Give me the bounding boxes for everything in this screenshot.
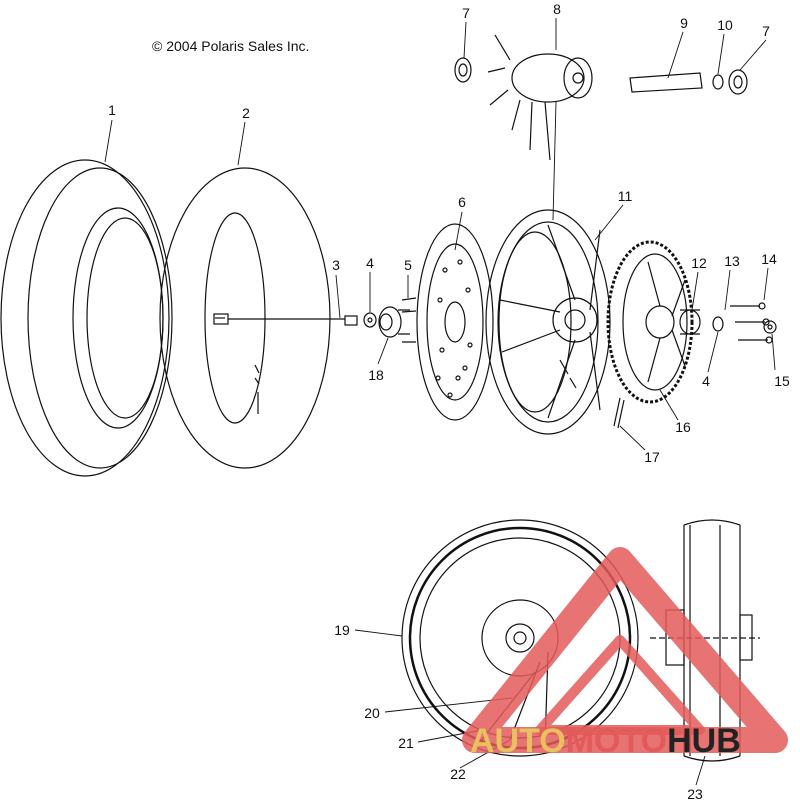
- spacer-18: [378, 306, 410, 338]
- callout-13: 13: [724, 253, 740, 269]
- rear-wheel: [485, 209, 611, 435]
- watermark-triangle: [462, 547, 788, 753]
- callout-3: 3: [332, 257, 340, 273]
- bearing-7-right: [728, 69, 748, 95]
- callout-labels: 1 2 3 4 5 6 7 8 9 10 7 11 12 13 14 15 4 …: [108, 1, 790, 802]
- callout-9: 9: [680, 15, 688, 31]
- callout-12: 12: [691, 255, 707, 271]
- bearing-7-left: [454, 57, 472, 83]
- nut-15: [763, 320, 777, 334]
- callout-17: 17: [644, 449, 660, 465]
- callout-5: 5: [404, 257, 412, 273]
- valve-stem-17: [613, 397, 625, 429]
- callout-15: 15: [774, 373, 790, 389]
- brake-disc: [416, 223, 494, 421]
- callout-4: 4: [366, 255, 374, 271]
- callout-7: 7: [462, 5, 470, 21]
- leader-lines: [104, 18, 776, 786]
- spacer-12: [679, 309, 701, 335]
- sleeve-9: [629, 72, 703, 93]
- bolts-5: [401, 297, 417, 343]
- callout-1: 1: [108, 102, 116, 118]
- copyright-notice: © 2004 Polaris Sales Inc.: [152, 38, 310, 54]
- drive-sprocket: [606, 240, 694, 404]
- bolts-14: [730, 302, 773, 344]
- callout-19: 19: [334, 622, 350, 638]
- washer-right: [712, 316, 724, 332]
- callout-22: 22: [450, 766, 466, 782]
- rear-hub: [487, 34, 593, 161]
- washer-10: [712, 74, 724, 90]
- callout-4b: 4: [702, 373, 710, 389]
- callout-16: 16: [675, 419, 691, 435]
- callout-8: 8: [553, 1, 561, 17]
- callout-18: 18: [368, 367, 384, 383]
- callout-20: 20: [364, 705, 380, 721]
- callout-11: 11: [618, 188, 633, 204]
- callout-10: 10: [717, 17, 733, 33]
- front-wheel: [401, 519, 639, 757]
- callout-6: 6: [458, 194, 466, 210]
- washer-left: [363, 312, 377, 328]
- callout-14: 14: [761, 251, 777, 267]
- inner-tube: [159, 167, 331, 469]
- watermark-moto: MOTO: [565, 722, 668, 760]
- callout-23: 23: [687, 786, 703, 802]
- callout-21: 21: [398, 735, 414, 751]
- watermark-auto: AUTO: [470, 722, 566, 760]
- callout-2: 2: [242, 105, 250, 121]
- tire: [0, 159, 173, 477]
- watermark-hub: HUB: [667, 722, 741, 760]
- axle: [228, 315, 358, 326]
- callout-7b: 7: [762, 23, 770, 39]
- watermark-logo: AUTOMOTOHUB: [470, 722, 800, 761]
